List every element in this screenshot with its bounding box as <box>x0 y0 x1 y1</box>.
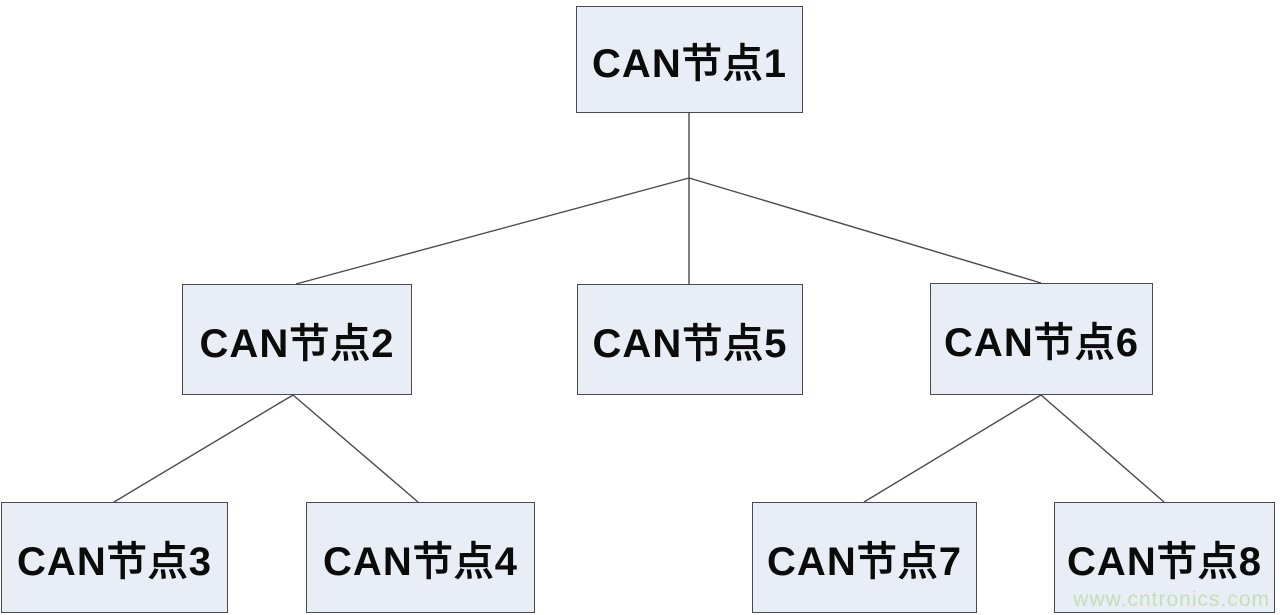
watermark-text: www.cntronics.com <box>1073 588 1270 611</box>
edge-node1-node6 <box>688 177 1042 284</box>
tree-node-can-1: CAN节点1 <box>576 6 803 113</box>
edge-node1-node2 <box>295 177 690 285</box>
edge-node2-node4 <box>292 394 419 503</box>
edge-node6-node8 <box>1040 394 1165 503</box>
tree-node-can-4: CAN节点4 <box>306 502 535 613</box>
tree-node-can-7: CAN节点7 <box>752 502 977 613</box>
tree-node-can-3: CAN节点3 <box>1 502 228 613</box>
edge-node2-node3 <box>113 394 294 503</box>
edge-node6-node7 <box>863 394 1042 503</box>
tree-node-can-5: CAN节点5 <box>577 284 803 395</box>
tree-node-can-6: CAN节点6 <box>930 283 1153 395</box>
tree-node-can-8: CAN节点8 <box>1054 502 1275 613</box>
tree-node-can-2: CAN节点2 <box>182 284 412 395</box>
